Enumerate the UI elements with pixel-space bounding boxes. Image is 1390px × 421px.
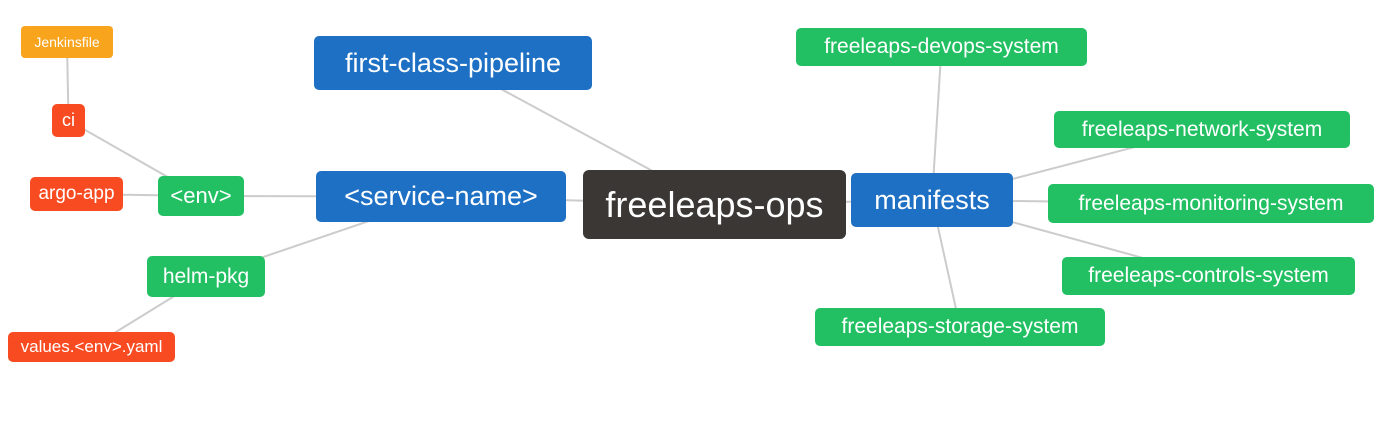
node-argo-app[interactable]: argo-app <box>30 177 123 211</box>
node-network-system[interactable]: freeleaps-network-system <box>1054 111 1350 148</box>
node-controls-system[interactable]: freeleaps-controls-system <box>1062 257 1355 295</box>
node-storage-system[interactable]: freeleaps-storage-system <box>815 308 1105 346</box>
node-devops-system[interactable]: freeleaps-devops-system <box>796 28 1087 66</box>
node-freeleaps-ops[interactable]: freeleaps-ops <box>583 170 846 239</box>
node-service-name[interactable]: <service-name> <box>316 171 566 222</box>
node-manifests[interactable]: manifests <box>851 173 1013 227</box>
node-env[interactable]: <env> <box>158 176 244 216</box>
node-helm-pkg[interactable]: helm-pkg <box>147 256 265 297</box>
node-monitoring-system[interactable]: freeleaps-monitoring-system <box>1048 184 1374 223</box>
node-ci[interactable]: ci <box>52 104 85 137</box>
node-jenkinsfile[interactable]: Jenkinsfile <box>21 26 113 58</box>
node-first-class-pipeline[interactable]: first-class-pipeline <box>314 36 592 90</box>
node-values-env-yaml[interactable]: values.<env>.yaml <box>8 332 175 362</box>
